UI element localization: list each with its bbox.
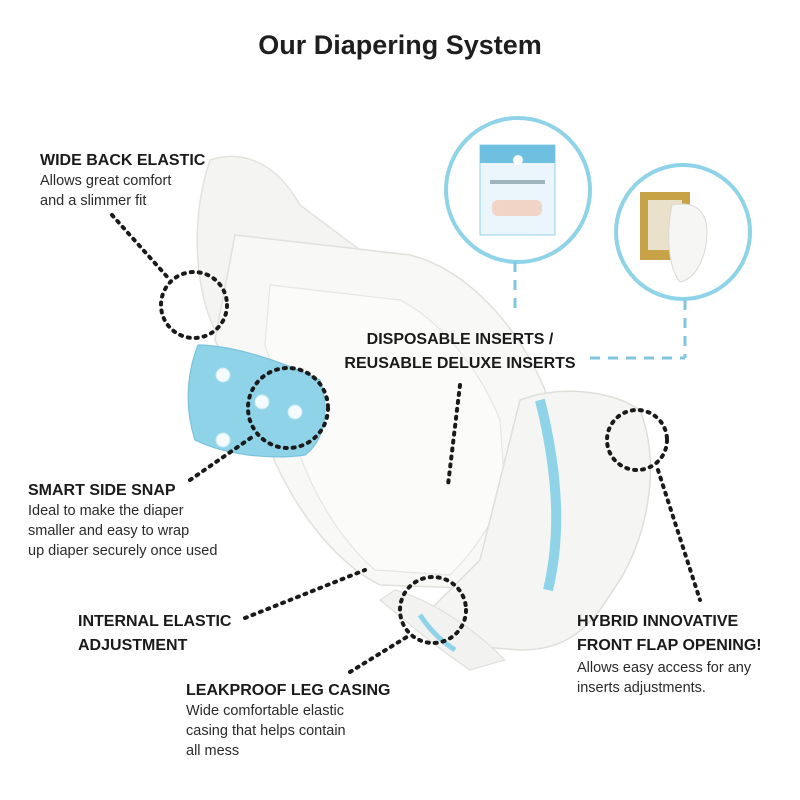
- wide-back-elastic-text-2: and a slimmer fit: [40, 193, 147, 209]
- leakproof-leg-heading: LEAKPROOF LEG CASING: [186, 682, 391, 699]
- leakproof-leg-text-1: Wide comfortable elastic: [186, 703, 344, 719]
- smart-side-snap-text-3: up diaper securely once used: [28, 543, 218, 559]
- internal-elastic-leader: [243, 568, 367, 620]
- hybrid-front-flap-text-1: Allows easy access for any: [577, 660, 752, 676]
- hybrid-front-flap-label: HYBRID INNOVATIVE FRONT FLAP OPENING! Al…: [577, 610, 762, 698]
- diaper-image: [187, 155, 652, 671]
- internal-elastic-heading-1: INTERNAL ELASTIC: [78, 613, 232, 630]
- leg-casing-marker: [398, 575, 468, 645]
- inserts-heading-2: REUSABLE DELUXE INSERTS: [344, 355, 576, 372]
- inserts-label: DISPOSABLE INSERTS / REUSABLE DELUXE INS…: [335, 328, 585, 376]
- inserts-leader: [446, 383, 462, 487]
- front-flap-marker: [605, 408, 669, 472]
- hybrid-front-flap-heading-1: HYBRID INNOVATIVE: [577, 613, 739, 630]
- wide-back-elastic-text-1: Allows great comfort: [40, 173, 172, 189]
- front-flap-leader: [656, 468, 702, 602]
- leakproof-leg-text-3: all mess: [186, 743, 240, 759]
- smart-side-snap-heading: SMART SIDE SNAP: [28, 482, 176, 499]
- smart-side-snap-label: SMART SIDE SNAP Ideal to make the diaper…: [28, 480, 217, 561]
- internal-elastic-label: INTERNAL ELASTIC ADJUSTMENT: [78, 610, 231, 658]
- wide-back-elastic-heading: WIDE BACK ELASTIC: [40, 152, 206, 169]
- smart-side-snap-text-1: Ideal to make the diaper: [28, 503, 184, 519]
- leakproof-leg-text-2: casing that helps contain: [186, 723, 346, 739]
- hybrid-front-flap-text-2: inserts adjustments.: [577, 680, 706, 696]
- reusable-inserts-photo: [614, 163, 752, 301]
- callout-markers: [110, 213, 702, 674]
- leakproof-leg-label: LEAKPROOF LEG CASING Wide comfortable el…: [186, 680, 390, 761]
- leg-casing-leader: [348, 633, 412, 674]
- side-snap-leader: [188, 433, 257, 482]
- inserts-connector: [513, 262, 687, 360]
- side-snap-marker: [246, 366, 330, 450]
- internal-elastic-heading-2: ADJUSTMENT: [78, 637, 188, 654]
- page-title: Our Diapering System: [258, 30, 542, 60]
- disposable-inserts-photo: [444, 116, 592, 264]
- back-elastic-marker: [159, 270, 229, 340]
- hybrid-front-flap-heading-2: FRONT FLAP OPENING!: [577, 637, 762, 654]
- smart-side-snap-text-2: smaller and easy to wrap: [28, 523, 190, 539]
- back-elastic-leader: [110, 213, 172, 282]
- inserts-heading-1: DISPOSABLE INSERTS /: [366, 331, 554, 348]
- wide-back-elastic-label: WIDE BACK ELASTIC Allows great comfort a…: [40, 150, 205, 211]
